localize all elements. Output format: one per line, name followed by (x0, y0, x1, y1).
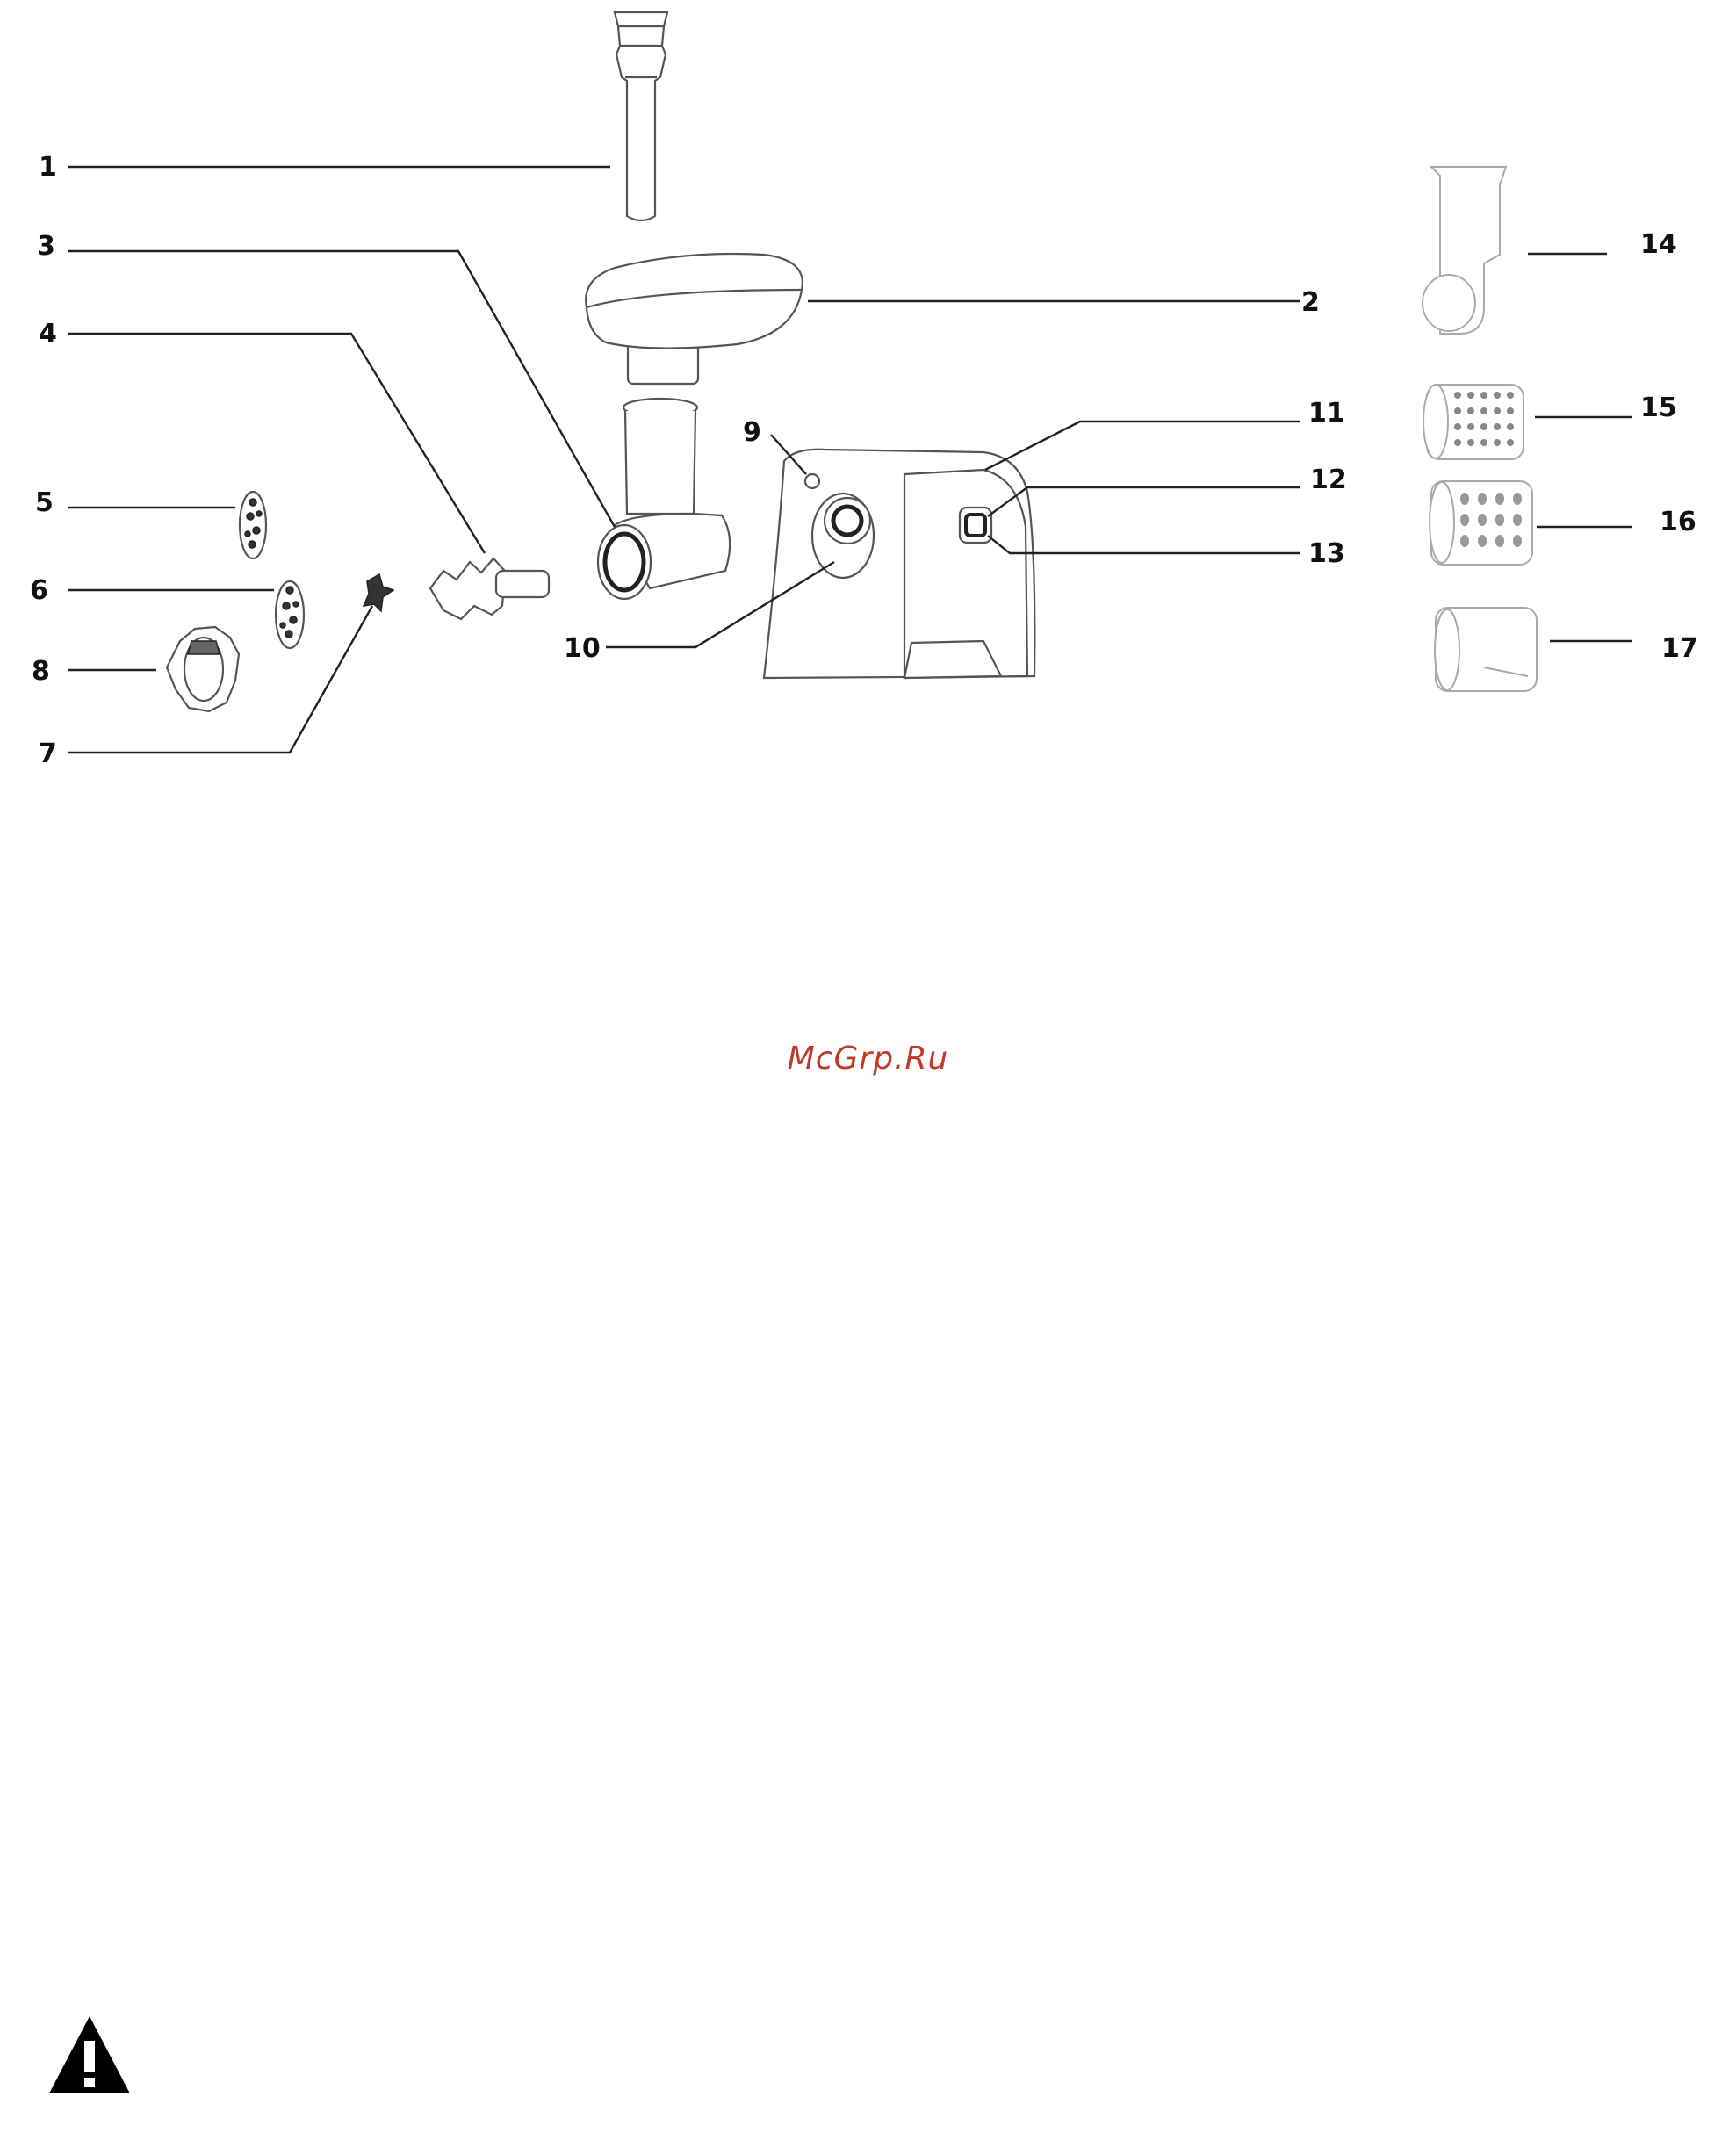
callout-8: 8 (32, 656, 50, 687)
callout-13: 13 (1308, 538, 1345, 569)
callout-17: 17 (1661, 633, 1698, 664)
part-tray (586, 254, 803, 384)
part-plate-small (240, 492, 266, 558)
part-head-tube (598, 399, 730, 599)
part-knife (364, 574, 393, 611)
part-slicer-housing (1423, 167, 1506, 334)
callout-3: 3 (37, 231, 55, 262)
callout-6: 6 (30, 575, 48, 606)
warning-triangle-icon (46, 2011, 133, 2099)
callout-15: 15 (1640, 393, 1677, 423)
part-drum-slicer (1435, 608, 1537, 691)
part-pusher (615, 12, 667, 220)
part-plate-large (276, 581, 304, 648)
exploded-parts-diagram: 1 2 3 4 5 6 7 8 9 10 11 12 13 14 15 16 1… (0, 0, 1736, 834)
part-motor-housing (764, 450, 1034, 678)
callout-10: 10 (564, 633, 601, 664)
part-ring-nut (167, 627, 239, 711)
callout-4: 4 (39, 319, 57, 349)
part-drum-fine (1423, 385, 1524, 459)
watermark-text: McGrp.Ru (0, 1041, 1736, 1077)
callout-11: 11 (1308, 398, 1345, 429)
callout-9: 9 (743, 417, 761, 448)
callout-16: 16 (1660, 507, 1696, 537)
callout-1: 1 (39, 152, 57, 183)
part-auger (430, 558, 549, 619)
callout-12: 12 (1310, 465, 1347, 495)
callout-5: 5 (35, 487, 54, 518)
callout-7: 7 (39, 739, 57, 769)
callout-2: 2 (1301, 287, 1320, 318)
part-drum-coarse (1430, 481, 1532, 565)
callout-14: 14 (1640, 229, 1677, 260)
